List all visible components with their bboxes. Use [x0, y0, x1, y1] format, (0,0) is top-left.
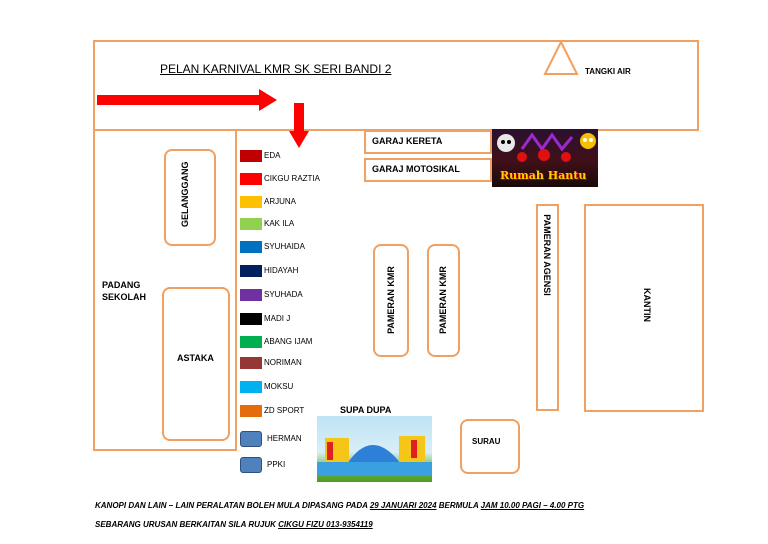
pameran-agensi-area	[536, 204, 559, 411]
tangki-air-label: TANGKI AIR	[585, 67, 631, 76]
top-area	[93, 40, 699, 131]
legend-swatch	[240, 173, 262, 185]
legend-label: MADI J	[264, 314, 291, 323]
legend-swatch	[240, 381, 262, 393]
legend-label: ARJUNA	[264, 197, 297, 206]
legend-swatch	[240, 150, 262, 162]
legend-label: NORIMAN	[264, 358, 302, 367]
gelanggang-label: GELANGGANG	[180, 161, 190, 227]
supa-dupa-image	[317, 416, 432, 482]
legend-swatch	[240, 405, 262, 417]
pameran-kmr-2-area	[427, 244, 460, 357]
garaj-kereta-area	[364, 130, 492, 154]
footer-line-1: KANOPI DAN LAIN – LAIN PERALATAN BOLEH M…	[95, 501, 584, 510]
garaj-kereta-label: GARAJ KERETA	[372, 136, 443, 146]
gelanggang-area	[164, 149, 216, 246]
legend-label: ZD SPORT	[264, 406, 305, 415]
pameran-kmr-1-label: PAMERAN KMR	[386, 266, 396, 334]
footer-date: 29 JANUARI 2024	[369, 501, 437, 510]
footer-contact: CIKGU FIZU 013-9354119	[278, 520, 373, 529]
rumah-hantu-graphic	[497, 132, 596, 162]
legend-label: ABANG IJAM	[264, 337, 313, 346]
legend-label: SYUHAIDA	[264, 242, 305, 251]
surau-area	[460, 419, 520, 474]
footer-line-2-text: SEBARANG URUSAN BERKAITAN SILA RUJUK	[95, 520, 279, 529]
surau-label: SURAU	[472, 437, 501, 446]
footer-line-2: SEBARANG URUSAN BERKAITAN SILA RUJUK CIK…	[95, 520, 373, 529]
legend-swatch	[240, 431, 262, 447]
rumah-hantu-label: Rumah Hantu	[500, 169, 587, 182]
legend-label: KAK ILA	[264, 219, 295, 228]
astaka-area	[162, 287, 230, 441]
legend-swatch	[240, 357, 262, 369]
legend-label: SYUHADA	[264, 290, 303, 299]
pameran-agensi-label: PAMERAN AGENSI	[542, 214, 552, 296]
astaka-label: ASTAKA	[177, 353, 214, 363]
legend-label: PPKI	[267, 460, 286, 469]
garaj-motosikal-area	[364, 158, 492, 182]
pameran-kmr-2-label: PAMERAN KMR	[438, 266, 448, 334]
kantin-label: KANTIN	[642, 288, 652, 322]
supa-dupa-label: SUPA DUPA	[340, 405, 392, 415]
legend-swatch	[240, 313, 262, 325]
down-arrow-icon	[289, 103, 309, 148]
legend-label: MOKSU	[264, 382, 294, 391]
legend-swatch	[240, 241, 262, 253]
legend-label: CIKGU RAZTIA	[264, 174, 321, 183]
legend-swatch	[240, 289, 262, 301]
page-title: PELAN KARNIVAL KMR SK SERI BANDI 2	[160, 62, 392, 76]
tangki-air-icon	[543, 40, 579, 75]
garaj-motosikal-label: GARAJ MOTOSIKAL	[372, 164, 460, 174]
legend-label: HIDAYAH	[264, 266, 299, 275]
legend-swatch	[240, 218, 262, 230]
footer-line-1-text-a: KANOPI DAN LAIN – LAIN PERALATAN BOLEH M…	[95, 501, 370, 510]
footer-line-1-text-b: BERMULA	[436, 501, 481, 510]
supa-dupa-graphic	[317, 436, 432, 476]
legend-swatch	[240, 336, 262, 348]
legend-swatch	[240, 196, 262, 208]
pameran-kmr-1-area	[373, 244, 409, 357]
legend-swatch	[240, 457, 262, 473]
entrance-arrow-icon	[97, 89, 277, 111]
legend-swatch	[240, 265, 262, 277]
legend-label: EDA	[264, 151, 281, 160]
footer-time: JAM 10.00 PAGI – 4.00 PTG	[480, 501, 585, 510]
rumah-hantu-image: Rumah Hantu	[492, 129, 598, 187]
kantin-area	[584, 204, 704, 412]
legend-label: HERMAN	[267, 434, 302, 443]
